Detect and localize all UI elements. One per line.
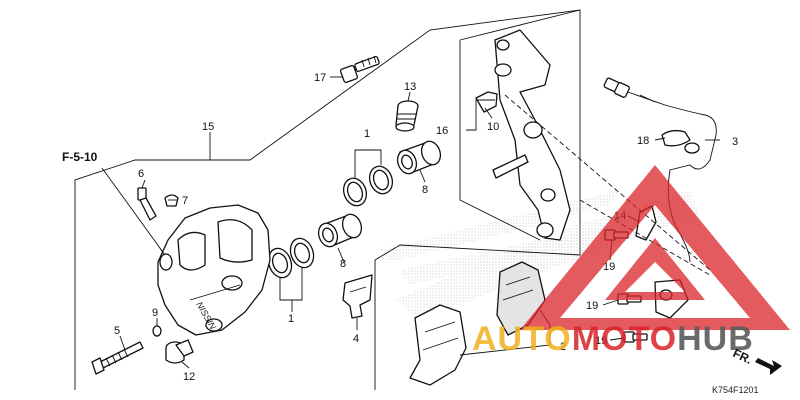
part-seals-1-upper[interactable] <box>340 163 396 209</box>
part-sleeve-12[interactable] <box>165 339 194 364</box>
callout-12: 12 <box>183 371 195 383</box>
callout-4: 4 <box>353 333 359 345</box>
callout-8-upper: 8 <box>422 184 428 196</box>
callout-2: 2 <box>560 341 566 353</box>
callout-19-b: 19 <box>586 300 598 312</box>
direction-indicator: FR. <box>731 346 782 375</box>
part-ring-9[interactable] <box>152 325 162 337</box>
svg-text:AUTOMOTOHUB: AUTOMOTOHUB <box>472 320 754 358</box>
speed-sensor-harness-3[interactable] <box>603 77 717 263</box>
caliper-bracket-16[interactable] <box>492 29 571 241</box>
callout-16: 16 <box>436 125 448 137</box>
ref-label-f-5-10: F-5-10 <box>62 150 98 164</box>
part-piston-8-upper[interactable] <box>394 139 443 177</box>
brake-pad-2-front[interactable] <box>409 304 467 386</box>
part-bolt-17[interactable] <box>339 55 380 84</box>
watermark-logo: AUTOMOTOHUB <box>472 165 790 358</box>
callout-19-a: 19 <box>603 261 615 273</box>
arrow-right-icon <box>755 358 782 375</box>
callout-10: 10 <box>487 121 499 133</box>
watermark-text-auto: AUTO <box>472 320 572 358</box>
callout-17: 17 <box>314 72 326 84</box>
callout-7: 7 <box>182 195 188 207</box>
part-bleeder-6[interactable] <box>137 187 157 221</box>
caliper-body[interactable]: NISSIN <box>157 204 271 336</box>
part-pad-spring-4[interactable] <box>342 274 373 319</box>
callout-1-lower: 1 <box>288 313 294 325</box>
callout-13: 13 <box>404 81 416 93</box>
callout-19-c: 19 <box>595 335 607 347</box>
callout-8-lower: 8 <box>340 258 346 270</box>
part-piston-8-lower[interactable] <box>315 212 364 250</box>
callout-5: 5 <box>114 325 120 337</box>
watermark-triangle-icon <box>520 165 790 330</box>
callout-15: 15 <box>202 121 214 133</box>
watermark-text-hub: HUB <box>677 320 754 358</box>
part-seals-1-lower[interactable] <box>265 235 318 281</box>
callout-6: 6 <box>138 168 144 180</box>
part-clamp-18[interactable] <box>661 129 691 147</box>
callout-18: 18 <box>637 135 649 147</box>
callout-9: 9 <box>152 307 158 319</box>
callout-1-upper: 1 <box>364 128 370 140</box>
part-boot-10[interactable] <box>475 91 498 113</box>
part-pin-bolt-5[interactable] <box>91 341 144 375</box>
part-cap-7[interactable] <box>164 194 179 207</box>
part-bolt-19-c[interactable] <box>623 331 648 343</box>
watermark-text-moto: MOTO <box>572 320 677 358</box>
callout-3: 3 <box>732 136 738 148</box>
figure-code: K754F1201 <box>712 385 759 395</box>
part-boot-13[interactable] <box>395 100 419 132</box>
